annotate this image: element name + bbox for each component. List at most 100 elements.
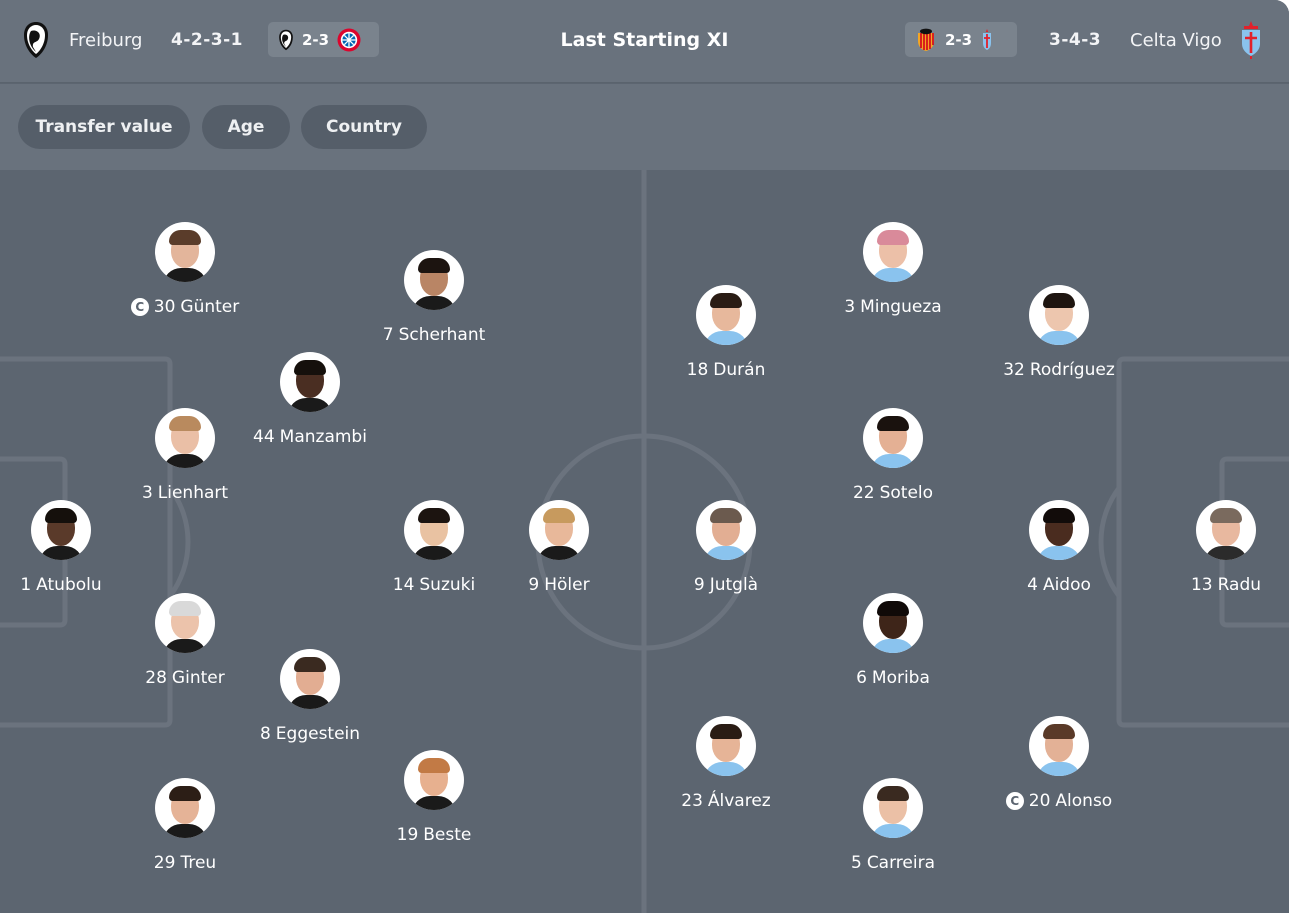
player-photo	[863, 222, 923, 282]
player-label: 22 Sotelo	[853, 483, 933, 503]
player-photo	[529, 500, 589, 560]
player-name: Aidoo	[1042, 575, 1091, 595]
player-card-lienhart[interactable]: 3 Lienhart	[110, 408, 260, 503]
player-label: 6 Moriba	[856, 668, 930, 688]
player-number: 9	[693, 575, 705, 595]
celta-vigo-crest-icon	[1238, 20, 1264, 60]
player-card-guenter[interactable]: C 30 Günter	[110, 222, 260, 317]
player-number: 7	[382, 325, 394, 345]
player-label: 5 Carreira	[851, 853, 935, 873]
player-card-radu[interactable]: 13 Radu	[1151, 500, 1289, 595]
player-name: Atubolu	[36, 575, 102, 595]
celta-vigo-crest-icon	[980, 28, 994, 52]
player-number: 44	[253, 427, 275, 447]
bayern-munich-crest-icon	[337, 28, 361, 52]
player-number: 9	[528, 575, 540, 595]
player-label: 9 Jutglà	[694, 575, 758, 595]
player-label: 13 Radu	[1191, 575, 1261, 595]
home-last-result-score: 2-3	[302, 30, 330, 49]
player-name: Carreira	[866, 853, 935, 873]
player-card-alonso[interactable]: C 20 Alonso	[984, 716, 1134, 811]
player-card-alvarez[interactable]: 23 Álvarez	[651, 716, 801, 811]
player-card-sotelo[interactable]: 22 Sotelo	[818, 408, 968, 503]
player-name: Sotelo	[879, 483, 934, 503]
player-card-beste[interactable]: 19 Beste	[359, 750, 509, 845]
player-card-carreira[interactable]: 5 Carreira	[818, 778, 968, 873]
player-label: 32 Rodríguez	[1003, 360, 1115, 380]
captain-icon: C	[130, 298, 149, 316]
player-card-moriba[interactable]: 6 Moriba	[818, 593, 968, 688]
player-photo	[404, 250, 464, 310]
player-label: 23 Álvarez	[681, 791, 770, 811]
player-card-suzuki[interactable]: 14 Suzuki	[359, 500, 509, 595]
player-photo	[863, 778, 923, 838]
player-photo	[155, 778, 215, 838]
player-photo	[155, 593, 215, 653]
player-number: 4	[1027, 575, 1038, 595]
player-card-manzambi[interactable]: 44 Manzambi	[235, 352, 385, 447]
player-card-aidoo[interactable]: 4 Aidoo	[984, 500, 1134, 595]
player-number: 32	[1003, 360, 1025, 380]
player-name: Álvarez	[707, 791, 771, 811]
player-name: Lienhart	[157, 483, 229, 503]
player-name: Moriba	[871, 668, 930, 688]
player-number: 5	[850, 853, 862, 873]
home-team-name[interactable]: Freiburg	[69, 29, 143, 51]
player-number: 3	[141, 483, 153, 503]
player-label: 44 Manzambi	[253, 427, 367, 447]
player-photo	[696, 500, 756, 560]
player-label: 3 Mingueza	[844, 297, 941, 317]
player-card-jutgla[interactable]: 9 Jutglà	[651, 500, 801, 595]
player-card-atubolu[interactable]: 1 Atubolu	[0, 500, 136, 595]
player-label: 8 Eggestein	[260, 724, 360, 744]
freiburg-crest-icon	[22, 21, 50, 59]
player-number: 20	[1028, 791, 1051, 811]
home-formation: 4-2-3-1	[171, 30, 243, 50]
player-label: 4 Aidoo	[1027, 575, 1091, 595]
player-number: 30	[153, 297, 176, 317]
player-number: 6	[856, 668, 867, 688]
player-name: Günter	[180, 297, 240, 317]
filter-age[interactable]: Age	[202, 105, 290, 149]
player-name: Höler	[544, 575, 590, 595]
player-name: Mingueza	[860, 297, 942, 317]
valencia-crest-icon	[915, 28, 937, 52]
player-name: Eggestein	[275, 724, 361, 744]
captain-icon: C	[1005, 792, 1024, 810]
player-photo	[280, 352, 340, 412]
player-card-scherhant[interactable]: 7 Scherhant	[359, 250, 509, 345]
freiburg-crest-icon	[278, 29, 294, 51]
player-label: C 30 Günter	[130, 297, 240, 317]
player-card-rodriguez[interactable]: 32 Rodríguez	[984, 285, 1134, 380]
player-card-ginter[interactable]: 28 Ginter	[110, 593, 260, 688]
pitch: C 30 Günter 7 Scherhant 44 Manzambi 3 Li	[0, 170, 1289, 913]
player-name: Manzambi	[279, 427, 367, 447]
filter-transfer-value[interactable]: Transfer value	[18, 105, 190, 149]
player-photo	[863, 593, 923, 653]
away-last-result-score: 2-3	[945, 30, 973, 49]
player-card-duran[interactable]: 18 Durán	[651, 285, 801, 380]
filter-country[interactable]: Country	[301, 105, 427, 149]
player-card-hoeler[interactable]: 9 Höler	[484, 500, 634, 595]
player-number: 28	[145, 668, 167, 688]
player-name: Scherhant	[398, 325, 486, 345]
lineup-header: Freiburg 4-2-3-1 2-3 Last Startin	[0, 0, 1289, 83]
player-label: 9 Höler	[528, 575, 589, 595]
player-label: 14 Suzuki	[393, 575, 475, 595]
player-photo	[863, 408, 923, 468]
away-last-result[interactable]: 2-3	[905, 22, 1017, 57]
player-name: Radu	[1217, 575, 1262, 595]
player-number: 23	[681, 791, 703, 811]
player-photo	[31, 500, 91, 560]
player-name: Durán	[713, 360, 766, 380]
away-team-name[interactable]: Celta Vigo	[1130, 29, 1222, 51]
player-photo	[696, 716, 756, 776]
player-label: 7 Scherhant	[383, 325, 486, 345]
player-number: 29	[153, 853, 176, 873]
player-card-mingueza[interactable]: 3 Mingueza	[818, 222, 968, 317]
player-photo	[1029, 716, 1089, 776]
player-name: Rodríguez	[1029, 360, 1115, 380]
player-card-eggestein[interactable]: 8 Eggestein	[235, 649, 385, 744]
home-last-result[interactable]: 2-3	[268, 22, 379, 57]
player-card-treu[interactable]: 29 Treu	[110, 778, 260, 873]
